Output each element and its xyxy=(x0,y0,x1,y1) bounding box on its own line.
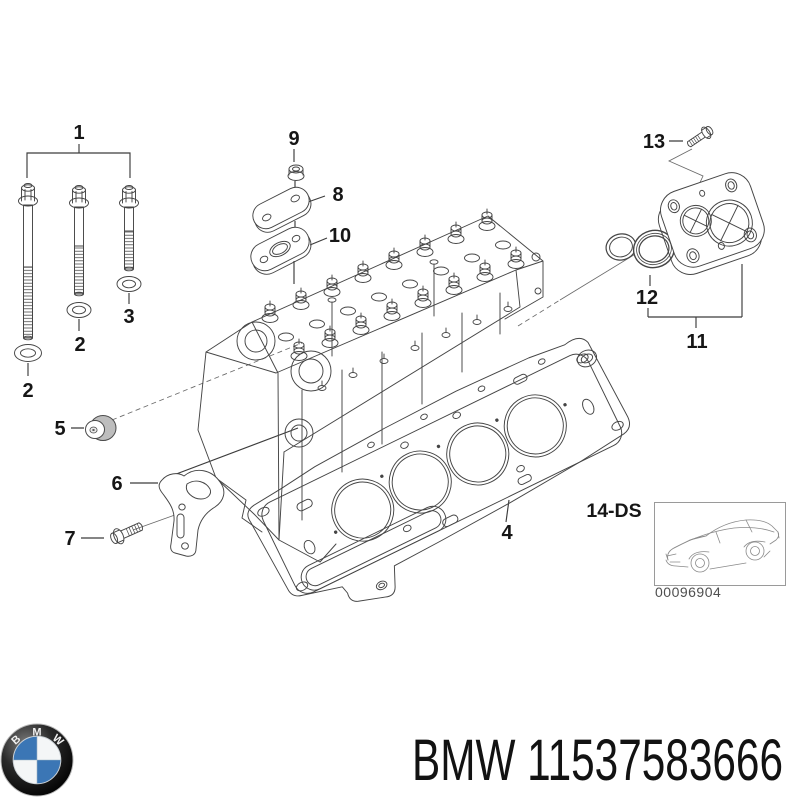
bracket-line-1 xyxy=(26,144,131,178)
plug-5-drawing xyxy=(85,415,117,441)
vehicle-thumbnail: 00096904 xyxy=(654,502,786,600)
washer-drawing-3 xyxy=(116,276,142,292)
callout-10: 10 xyxy=(329,225,351,247)
callout-1: 1 xyxy=(73,122,84,144)
bracket-line-11-12 xyxy=(647,264,743,328)
callout-2a: 2 xyxy=(22,380,33,402)
callout-2b: 2 xyxy=(74,334,85,356)
group-code-label: 14-DS xyxy=(586,500,641,522)
callout-7: 7 xyxy=(64,528,75,550)
callout-13: 13 xyxy=(643,131,665,153)
cover-plate-8-drawing xyxy=(252,186,312,233)
connector-9-8-10 xyxy=(293,149,296,284)
washer-drawing-2a xyxy=(14,344,42,362)
bolt-13-drawing xyxy=(687,126,714,148)
part-number-label: BMW 11537583666 xyxy=(412,727,783,792)
bmw-roundel-icon: B M W xyxy=(0,723,74,797)
leader-lines xyxy=(26,140,743,539)
head-bolts-drawing xyxy=(14,183,142,362)
bracket-6-drawing xyxy=(158,469,225,557)
dashed-plug-axis xyxy=(111,342,303,421)
callout-12: 12 xyxy=(636,287,658,309)
bolt-long-drawing xyxy=(18,183,38,341)
washer-label-stubs xyxy=(27,293,130,376)
cam-towers-back-row xyxy=(261,208,496,323)
car-sketch xyxy=(665,519,780,573)
thumbnail-box xyxy=(654,502,786,586)
cylinder-bores xyxy=(331,394,567,542)
callout-11: 11 xyxy=(686,331,707,353)
callout-3: 3 xyxy=(123,306,134,328)
plate-gasket-10-drawing xyxy=(250,226,312,275)
dashed-flange-axis-1 xyxy=(517,299,561,327)
head-ports xyxy=(278,240,511,342)
bolt-short-drawing xyxy=(119,185,139,272)
roundel-letter-m: M xyxy=(32,727,41,739)
cam-towers-front-row xyxy=(290,246,525,361)
flange-11-drawing xyxy=(657,172,765,275)
bolt-7-drawing xyxy=(110,522,143,545)
gasket-holes xyxy=(257,349,624,592)
callout-labels: 1 2 2 3 4 5 6 7 8 9 10 11 12 13 14-DS xyxy=(22,122,707,550)
thumbnail-code-label: 00096904 xyxy=(655,584,721,600)
callout-4: 4 xyxy=(501,522,513,544)
leader-bracket-to-engine xyxy=(162,427,299,480)
bolt-medium-drawing xyxy=(69,185,89,297)
callout-5: 5 xyxy=(54,418,65,440)
nut-9-drawing xyxy=(287,164,305,181)
callout-9: 9 xyxy=(288,128,299,150)
washer-drawing-2b xyxy=(66,302,92,318)
leaders-5-6-7-13 xyxy=(71,140,683,539)
callout-8: 8 xyxy=(332,184,343,206)
callout-6: 6 xyxy=(111,473,122,495)
head-gasket-drawing xyxy=(247,337,630,602)
